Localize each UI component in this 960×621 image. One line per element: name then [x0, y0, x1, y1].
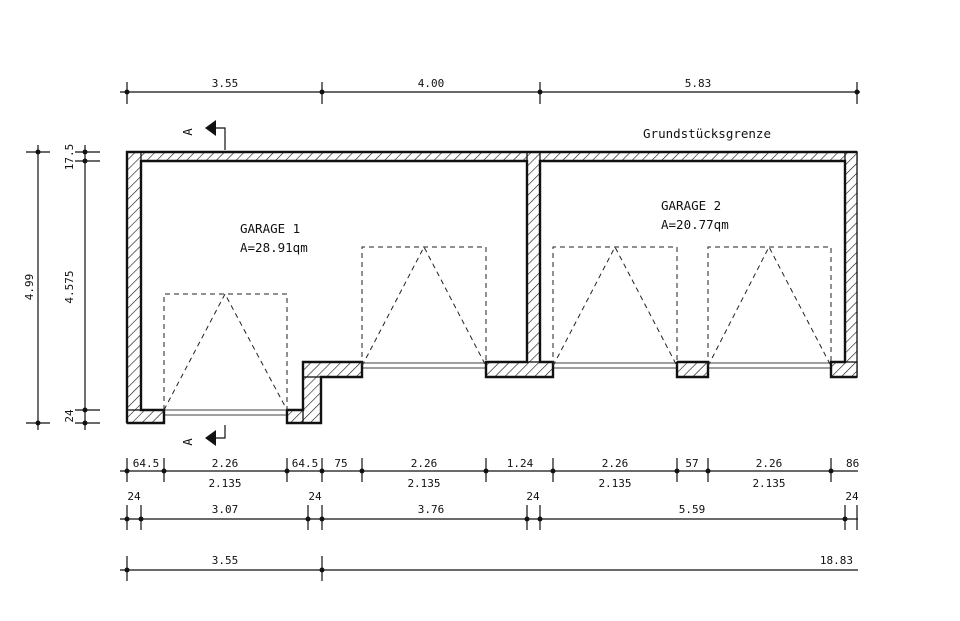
dimension-label: 57 — [685, 457, 698, 470]
dimension-label: 4.575 — [63, 270, 76, 303]
dimension-label: 2.135 — [752, 477, 785, 490]
section-marker-top: A — [180, 120, 226, 150]
dimension-label: 3.76 — [418, 503, 445, 516]
walls — [125, 150, 858, 425]
dimension-label: 86 — [846, 457, 859, 470]
section-label: A — [180, 438, 195, 446]
room-area: A=20.77qm — [661, 217, 729, 232]
garage-door-2 — [361, 245, 487, 369]
dimension-label: 4.00 — [418, 77, 445, 90]
dimension-label: 1.24 — [507, 457, 534, 470]
top-dimension-line: 3.55 4.00 5.83 — [120, 77, 860, 104]
dimension-label: 64.5 — [292, 457, 319, 470]
bottom-dimension-row-3: 3.55 18.83 — [120, 554, 858, 581]
garage-door-1 — [163, 292, 288, 416]
dimension-label: 17.5 — [63, 144, 76, 171]
dimension-label: 5.83 — [685, 77, 712, 90]
dimension-label: 2.135 — [598, 477, 631, 490]
dimension-label: 3.07 — [212, 503, 239, 516]
dimension-label: 24 — [63, 409, 76, 423]
property-boundary-label: Grundstücksgrenze — [643, 126, 771, 141]
dimension-label: 2.135 — [208, 477, 241, 490]
dimension-label: 24 — [127, 490, 141, 503]
dimension-label: 24 — [526, 490, 540, 503]
dimension-label: 2.26 — [411, 457, 438, 470]
room-name: GARAGE 1 — [240, 221, 300, 236]
dimension-label: 2.26 — [602, 457, 629, 470]
dimension-label: 3.55 — [212, 77, 239, 90]
room-area: A=28.91qm — [240, 240, 308, 255]
dimension-label: 24 — [845, 490, 859, 503]
dimension-label: 2.26 — [212, 457, 239, 470]
dimension-label: 5.59 — [679, 503, 706, 516]
room-name: GARAGE 2 — [661, 198, 721, 213]
left-dimension-lines: 4.99 17.5 4.575 24 — [23, 144, 100, 430]
dimension-label: 64.5 — [133, 457, 160, 470]
dimension-label: 3.55 — [212, 554, 239, 567]
dimension-label: 18.83 — [820, 554, 853, 567]
garage-door-3 — [552, 245, 678, 369]
dimension-label: 4.99 — [23, 274, 36, 301]
dimension-label: 75 — [334, 457, 347, 470]
bottom-dimension-row-2: 24 3.07 24 3.76 24 5.59 24 — [120, 490, 859, 530]
dimension-label: 2.26 — [756, 457, 783, 470]
garage-door-4 — [707, 245, 832, 369]
dimension-label: 2.135 — [407, 477, 440, 490]
bottom-dimension-row-1: 64.5 2.26 64.5 75 2.26 1.24 2.26 57 2.26… — [120, 457, 859, 490]
dimension-label: 24 — [308, 490, 322, 503]
section-label: A — [180, 128, 195, 136]
section-marker-bottom: A — [180, 425, 226, 446]
